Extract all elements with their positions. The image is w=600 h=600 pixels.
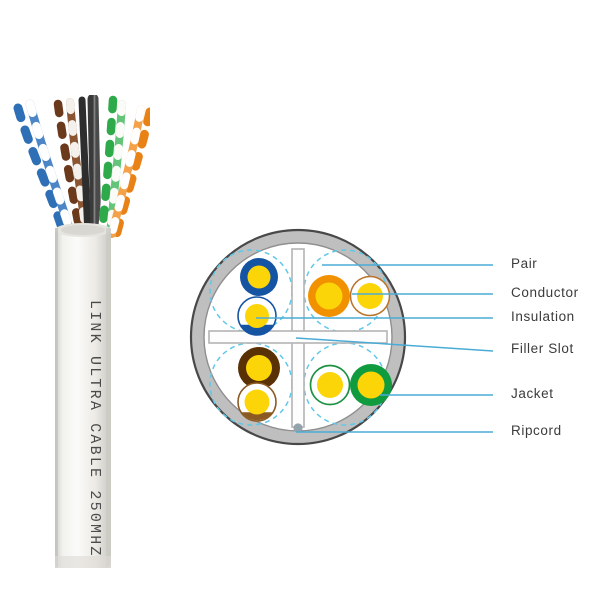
conductor-blue-white-core	[245, 304, 269, 328]
ripcord-dot	[293, 423, 303, 433]
photo-blue-pair	[13, 99, 75, 235]
conductor-brown-white-stripe	[241, 412, 273, 421]
photo-orange-pair	[108, 105, 150, 241]
photo-filler-spline	[78, 95, 102, 242]
conductor-brown-solid-core	[246, 355, 272, 381]
pair-blue	[237, 258, 278, 336]
conductor-brown-white-core	[244, 389, 270, 415]
pair-brown	[237, 347, 280, 422]
callout-label-ripcord: Ripcord	[511, 423, 562, 438]
conductor-green-solid-core	[357, 371, 385, 399]
cable-jacket-body	[55, 223, 111, 568]
conductor-blue-white-stripe	[240, 324, 274, 335]
pair-orange	[308, 275, 391, 317]
jacket-print-text: LINK ULTRA CABLE 250MHZ	[86, 300, 103, 558]
callout-label-jacket: Jacket	[511, 386, 554, 401]
leader-filler	[295, 337, 494, 352]
callout-label-filler-slot: Filler Slot	[511, 341, 574, 356]
pair-green	[309, 364, 392, 406]
conductor-blue-solid-core	[247, 265, 271, 289]
callout-label-conductor: Conductor	[511, 285, 579, 300]
callout-label-pair: Pair	[511, 256, 538, 271]
conductor-orange-solid-core	[315, 282, 343, 310]
conductor-green-white-core	[317, 372, 343, 398]
conductor-orange-white-core	[357, 283, 383, 309]
callout-label-insulation: Insulation	[511, 309, 575, 324]
callout-leader-lines	[256, 264, 494, 433]
photo-content: LINK ULTRA CABLE 250MHZ	[13, 95, 150, 568]
